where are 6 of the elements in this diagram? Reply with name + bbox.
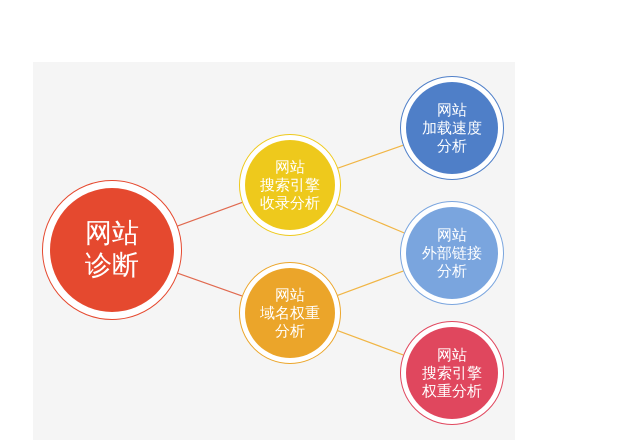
connector-line (338, 144, 404, 169)
connector-line (338, 270, 404, 296)
connector-line (336, 204, 404, 234)
connector-line (178, 202, 242, 227)
connector-line (338, 330, 404, 356)
connector-line (178, 272, 242, 297)
